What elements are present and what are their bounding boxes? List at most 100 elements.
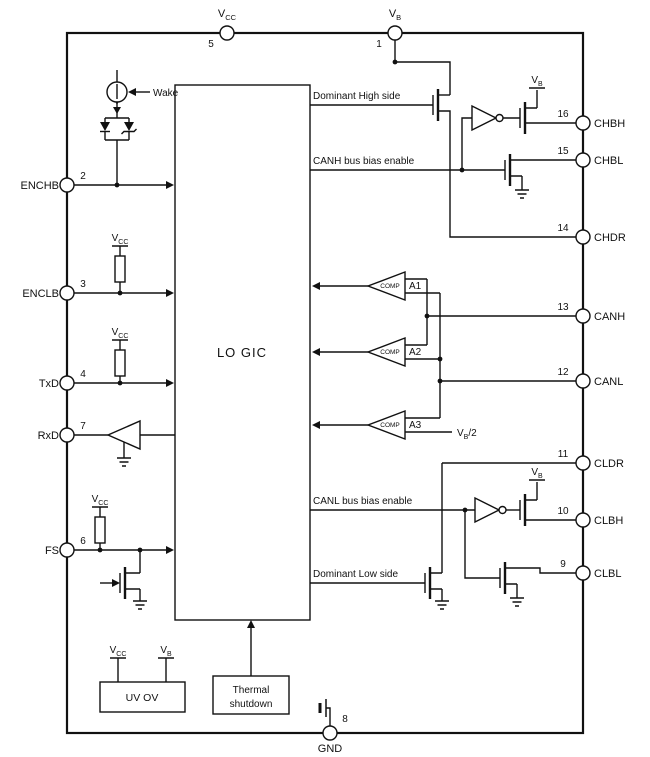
mosfet-chbh [519, 102, 527, 134]
pin-number-11: 11 [558, 449, 569, 460]
pin-number-3: 3 [80, 279, 86, 290]
thermal-label-1: Thermal [233, 685, 270, 696]
pin-label-txd: TxD [39, 378, 59, 390]
rxd-buffer [106, 419, 141, 451]
thermal-label-2: shutdown [230, 699, 273, 710]
mosfet-dominant-low [424, 567, 432, 599]
pin-number-9: 9 [560, 559, 566, 570]
zener-diode [121, 122, 137, 135]
junction-dots [97, 59, 468, 553]
wire-a3-in [405, 417, 452, 433]
pin-7-rxd [59, 427, 75, 443]
pin-number-6: 6 [80, 536, 86, 547]
pin-number-7: 7 [80, 421, 86, 432]
uv-ov-label: UV OV [126, 692, 159, 704]
vb-label-chbh: VB [531, 75, 543, 88]
comparator-a3 [366, 409, 406, 441]
pin-16-chbh [575, 115, 591, 131]
vb2-label: VB/2 [457, 428, 477, 441]
pin-number-13: 13 [557, 302, 569, 313]
battery-symbol [318, 699, 327, 717]
wire-inv1-branch [461, 117, 472, 170]
arrow-a2 [312, 348, 320, 356]
vb-label-clbh: VB [531, 467, 543, 480]
pin-number-8: 8 [342, 714, 348, 725]
inverter-high [471, 104, 504, 132]
pin-label-chdr: CHDR [594, 232, 626, 244]
pin-label-rxd: RxD [38, 430, 59, 442]
arrow-enclb [166, 289, 174, 297]
arrow-enchb [166, 181, 174, 189]
wire-m3-source [510, 175, 523, 190]
logic-label: LO GIC [217, 345, 267, 360]
pin-label-cldr: CLDR [594, 458, 624, 470]
pin-8-gnd [322, 725, 338, 741]
comparator-a2 [366, 336, 406, 368]
pin-number-14: 14 [557, 223, 569, 234]
thermal-shutdown-block [212, 675, 290, 715]
vcc-label-enclb: VCC [112, 233, 129, 246]
wake-label: Wake [153, 88, 179, 99]
ground-fs [133, 600, 147, 610]
pin-number-12: 12 [557, 367, 569, 378]
pin-label-chbh: CHBH [594, 118, 625, 130]
uv-ov-block [99, 681, 186, 713]
arrow-current-out [113, 107, 121, 114]
wire-m5-drain-clbl [505, 567, 576, 574]
a2-label: A2 [409, 347, 422, 358]
vcc-label-uv: VCC [110, 645, 127, 658]
wire-a1-in [405, 278, 440, 294]
pin-15-chbl [575, 152, 591, 168]
pin-number-16: 16 [557, 109, 569, 120]
pin-label-vcc: VCC [218, 8, 237, 22]
vcc-label-fs: VCC [92, 494, 109, 507]
pins: 5 VCC 1 VB ENCHB 2 ENCLB 3 TxD 4 RxD 7 F… [20, 8, 625, 755]
ground-rxd [117, 457, 131, 467]
wire-m5-source [505, 583, 518, 598]
ground-clbl [510, 597, 524, 607]
dominant-high-label: Dominant High side [313, 91, 401, 102]
pin-10-clbh [575, 512, 591, 528]
canh-bias-label: CANH bus bias enable [313, 156, 415, 167]
logic-block [174, 84, 311, 621]
comparator-a1 [366, 270, 406, 302]
wire-vb-rail [394, 40, 451, 95]
pin-number-1: 1 [376, 39, 382, 50]
pin-number-5: 5 [208, 39, 214, 50]
wire-m6-drain [430, 463, 443, 574]
pin-13-canh [575, 308, 591, 324]
vb-label-uv: VB [160, 645, 172, 658]
pin-4-txd [59, 375, 75, 391]
wire-gnd-battery [326, 707, 331, 726]
pin-number-15: 15 [557, 146, 569, 157]
text-labels: LO GIC Dominant High side CANH bus bias … [92, 75, 543, 710]
mosfet-dominant-high [432, 89, 440, 121]
pin-label-canl: CANL [594, 376, 623, 388]
pin-label-clbl: CLBL [594, 568, 622, 580]
pin-11-cldr [575, 455, 591, 471]
wire-m2-drain-vb [525, 87, 545, 109]
wire-m4-drain-vb [525, 479, 545, 501]
pin-12-canl [575, 373, 591, 389]
pin-9-clbl [575, 565, 591, 581]
wire-m5-gate-branch [464, 510, 500, 579]
pin-number-10: 10 [557, 506, 569, 517]
pin-label-clbh: CLBH [594, 515, 623, 527]
pin-14-chdr [575, 229, 591, 245]
circuit-wires [74, 40, 576, 726]
comp-label-a1: COMP [380, 283, 400, 290]
wire-a2-in [405, 344, 440, 360]
pin-number-2: 2 [80, 171, 86, 182]
a1-label: A1 [409, 281, 422, 292]
wire-uv-vb [158, 657, 174, 682]
pin-label-enclb: ENCLB [22, 288, 59, 300]
pin-label-enchb: ENCHB [20, 180, 59, 192]
inverter-low [474, 496, 507, 524]
ground-dominant-low [435, 600, 449, 610]
dominant-low-label: Dominant Low side [313, 569, 398, 580]
pin-label-vb: VB [389, 8, 401, 22]
arrow-txd [166, 379, 174, 387]
pin-2-enchb [59, 177, 75, 193]
arrow-fsfet-gate [112, 579, 120, 587]
